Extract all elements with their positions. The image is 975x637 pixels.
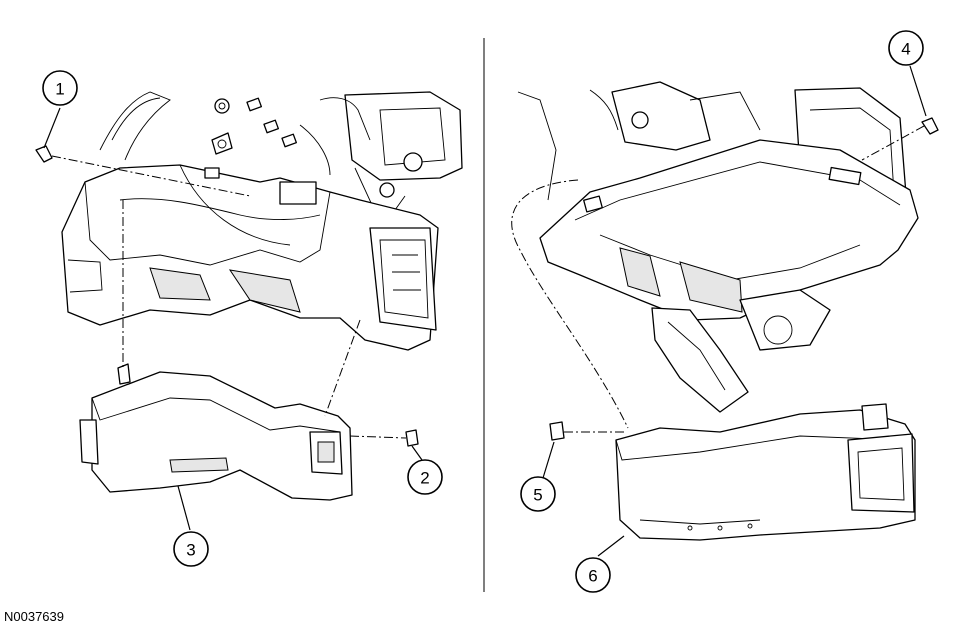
callout-1-label: 1 bbox=[55, 80, 64, 99]
callout-3-label: 3 bbox=[186, 541, 195, 560]
screw-2-part bbox=[405, 429, 419, 447]
callout-2-label: 2 bbox=[420, 469, 429, 488]
assembly-line bbox=[324, 319, 361, 417]
left-background-components bbox=[99, 91, 463, 211]
callout-5-label: 5 bbox=[533, 486, 542, 505]
leader-line-5 bbox=[542, 441, 555, 479]
left-panel bbox=[35, 91, 463, 531]
figure-id: N0037639 bbox=[4, 609, 64, 624]
leader-line-2 bbox=[411, 445, 423, 461]
callout-1: 1 bbox=[42, 70, 78, 106]
leader-line-1 bbox=[43, 107, 61, 149]
callout-6-label: 6 bbox=[588, 567, 597, 586]
right-panel bbox=[511, 65, 939, 557]
assembly-line bbox=[349, 435, 407, 439]
leader-line-6 bbox=[597, 535, 625, 557]
clip-4-part bbox=[921, 117, 939, 135]
assembly-line bbox=[861, 125, 925, 161]
right-housing bbox=[539, 139, 919, 413]
callout-5: 5 bbox=[520, 476, 556, 512]
callout-2: 2 bbox=[407, 459, 443, 495]
screw-5-part bbox=[549, 421, 565, 441]
leader-line-4 bbox=[909, 65, 927, 117]
callout-3: 3 bbox=[173, 531, 209, 567]
clip-1-part bbox=[35, 145, 53, 163]
callout-4-label: 4 bbox=[901, 40, 910, 59]
left-lower-duct bbox=[79, 363, 353, 501]
leader-line-3 bbox=[177, 485, 191, 531]
assembly-line bbox=[511, 179, 629, 429]
callout-4: 4 bbox=[888, 30, 924, 66]
left-housing bbox=[61, 164, 439, 351]
right-lower-duct bbox=[615, 403, 916, 541]
callout-6: 6 bbox=[575, 557, 611, 593]
